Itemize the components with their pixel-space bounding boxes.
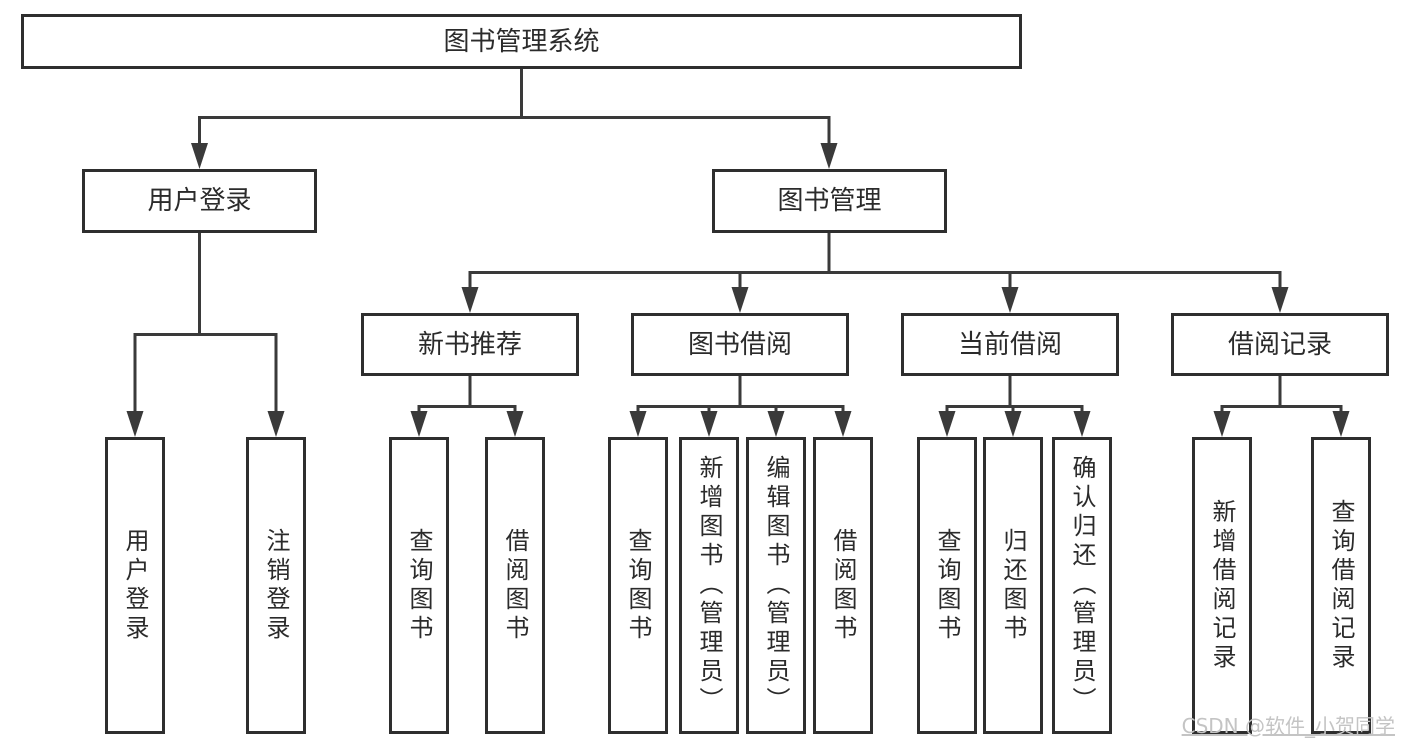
connector-root-to-level2 (191, 69, 838, 169)
node-borrow-records: 借阅记录 (1171, 313, 1389, 376)
node-label: 新增借阅记录 (1208, 498, 1236, 673)
leaf-add-borrow-record: 新增借阅记录 (1192, 437, 1252, 734)
leaf-user-login: 用户登录 (105, 437, 165, 734)
leaf-logout: 注销登录 (246, 437, 306, 734)
node-label: 用户登录 (147, 186, 252, 216)
node-label: 借阅图书 (829, 527, 857, 644)
node-label: 图书管理 (777, 186, 882, 216)
connector-user-login-children (126, 233, 285, 437)
node-label: 图书借阅 (687, 329, 792, 360)
connector-new-book-recommend-children (410, 376, 524, 437)
node-label: 查询图书 (405, 527, 433, 644)
leaf-edit-book-admin: 编辑图书（管理员） (746, 437, 806, 734)
leaf-borrow-books: 借阅图书 (485, 437, 545, 734)
node-label: 图书管理系统 (443, 26, 600, 57)
node-label: 用户登录 (121, 527, 149, 644)
node-label: 借阅记录 (1227, 329, 1332, 360)
node-label: 查询图书 (624, 527, 652, 644)
node-user-login: 用户登录 (82, 169, 317, 233)
leaf-query-books: 查询图书 (917, 437, 977, 734)
leaf-borrow-books: 借阅图书 (813, 437, 873, 734)
node-label: 归还图书 (999, 527, 1027, 644)
node-label: 确认归还（管理员） (1068, 455, 1096, 716)
node-new-book-recommend: 新书推荐 (361, 313, 579, 376)
leaf-return-books: 归还图书 (983, 437, 1043, 734)
node-current-borrow: 当前借阅 (901, 313, 1119, 376)
leaf-confirm-return-admin: 确认归还（管理员） (1052, 437, 1112, 734)
connector-borrow-records-children (1213, 376, 1350, 437)
node-label: 当前借阅 (957, 329, 1062, 360)
node-book-borrow: 图书借阅 (631, 313, 849, 376)
leaf-query-books: 查询图书 (608, 437, 668, 734)
connector-book-management-children (461, 233, 1289, 313)
node-label: 编辑图书（管理员） (762, 455, 790, 716)
node-label: 查询图书 (933, 527, 961, 644)
node-label: 注销登录 (262, 527, 290, 644)
node-label: 借阅图书 (501, 527, 529, 644)
connector-book-borrow-children (629, 376, 852, 437)
node-label: 新书推荐 (417, 329, 522, 360)
csdn-watermark: CSDN @软件_小贺同学 (1181, 714, 1395, 738)
node-label: 新增图书（管理员） (695, 455, 723, 716)
leaf-add-book-admin: 新增图书（管理员） (679, 437, 739, 734)
connector-current-borrow-children (938, 376, 1091, 437)
leaf-query-books: 查询图书 (389, 437, 449, 734)
leaf-query-borrow-record: 查询借阅记录 (1311, 437, 1371, 734)
node-label: 查询借阅记录 (1327, 498, 1355, 673)
node-book-management: 图书管理 (712, 169, 947, 233)
node-root-library-system: 图书管理系统 (21, 14, 1022, 69)
